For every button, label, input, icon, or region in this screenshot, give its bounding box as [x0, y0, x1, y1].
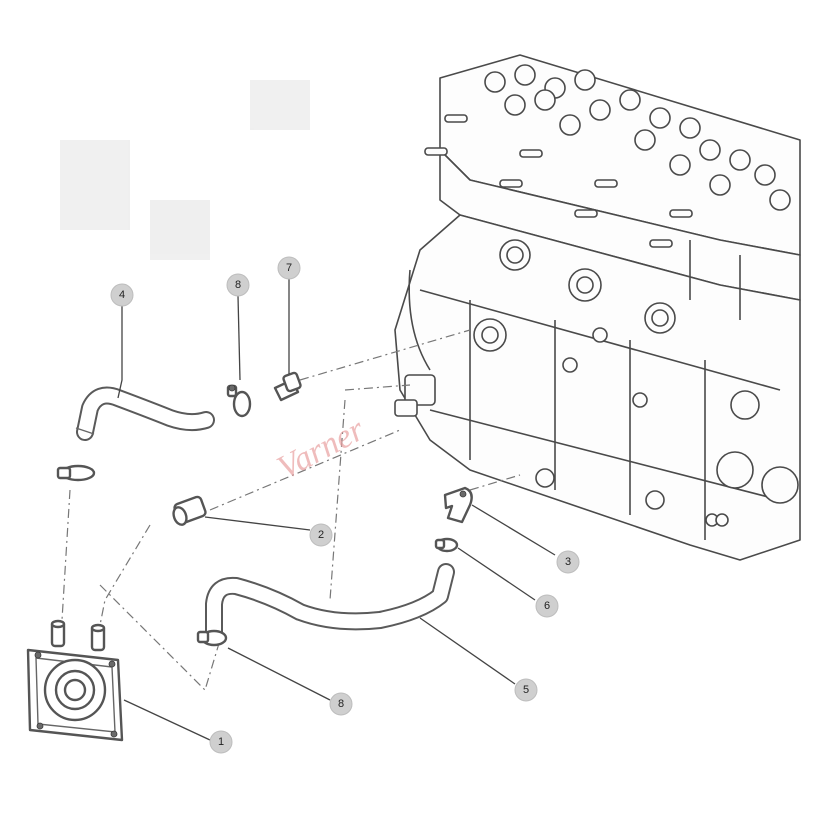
hose-fitting-middle[interactable]: [171, 495, 207, 527]
callout-8-bottom: 8: [329, 692, 353, 716]
watermark-text: Varner: [271, 411, 371, 487]
hose-clamp-left[interactable]: [56, 464, 96, 482]
oil-cooler[interactable]: [26, 619, 124, 742]
engine-studs: [424, 114, 693, 248]
hose-fitting-elbow[interactable]: [443, 486, 473, 524]
assembly-guide-lines: [61, 329, 521, 692]
background-ghost-shapes: [60, 80, 310, 260]
hose-clamp-bottom[interactable]: [196, 629, 228, 647]
callout-7: 7: [277, 256, 301, 280]
callout-8-top: 8: [226, 273, 250, 297]
coolant-hose-upper[interactable]: [75, 386, 215, 441]
hose-clamp-top[interactable]: [226, 384, 252, 418]
callout-2: 2: [309, 523, 333, 547]
callout-1: 1: [209, 730, 233, 754]
callout-3: 3: [556, 550, 580, 574]
callout-2-label: 2: [318, 529, 324, 541]
hose-fitting-top[interactable]: [273, 371, 302, 402]
engine-block: [394, 54, 801, 561]
callout-3-label: 3: [565, 556, 571, 568]
callout-7-label: 7: [286, 262, 292, 274]
callout-4-label: 4: [119, 289, 125, 301]
hose-clamp-right[interactable]: [434, 537, 459, 553]
callout-4: 4: [110, 283, 134, 307]
callout-5: 5: [514, 678, 538, 702]
callout-5-label: 5: [523, 684, 529, 696]
callout-8-bottom-label: 8: [338, 698, 344, 710]
callout-6: 6: [535, 594, 559, 618]
coolant-hose-lower[interactable]: [205, 563, 455, 643]
leader-lines: [117, 278, 556, 741]
callout-6-label: 6: [544, 600, 550, 612]
callout-8-top-label: 8: [235, 279, 241, 291]
engine-head-valves: [484, 64, 791, 211]
callout-1-label: 1: [218, 736, 224, 748]
